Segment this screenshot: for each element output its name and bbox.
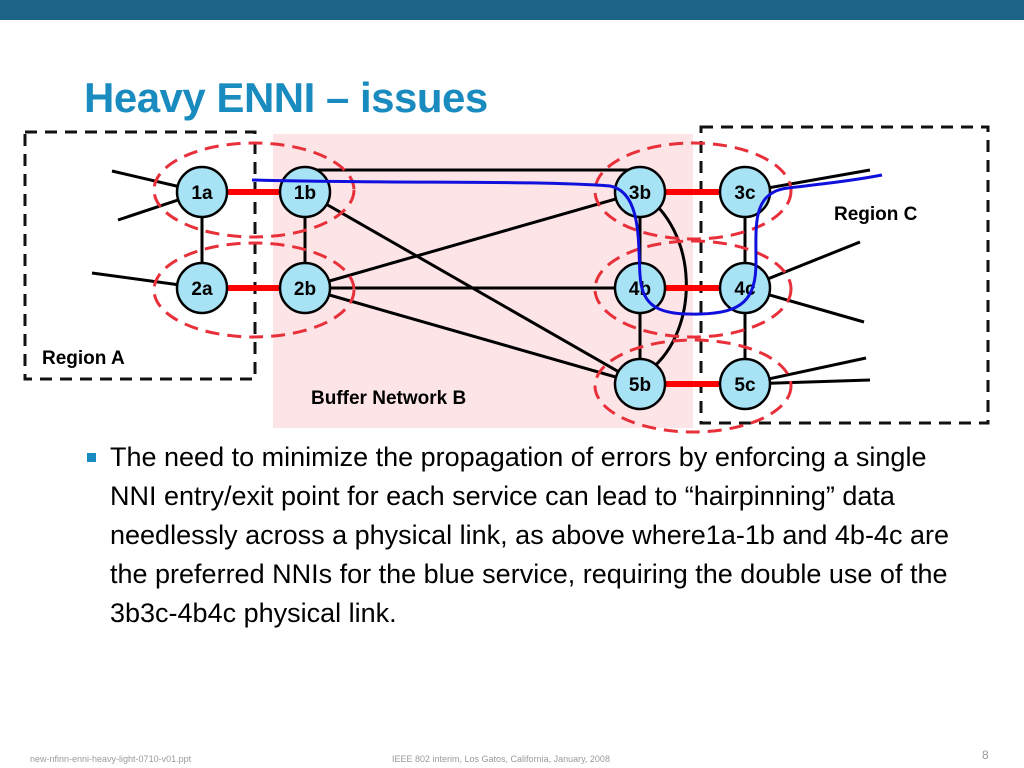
- node-4c: 4c: [718, 261, 772, 315]
- buffer-network-label: Buffer Network B: [311, 388, 466, 409]
- region-c-label: Region C: [834, 204, 918, 225]
- node-1a: 1a: [175, 165, 229, 219]
- node-5b: 5b: [613, 357, 667, 411]
- node-label: 5b: [629, 375, 651, 396]
- node-label: 1a: [191, 183, 213, 204]
- node-2b: 2b: [278, 261, 332, 315]
- nodes: 1a 1b 2a 2b 3b 3c 4b 4c: [175, 165, 772, 411]
- node-3b: 3b: [613, 165, 667, 219]
- node-1b: 1b: [278, 165, 332, 219]
- nni-ellipse-1: [152, 141, 356, 239]
- network-diagram: 1a 1b 2a 2b 3b 3c 4b 4c: [23, 125, 990, 434]
- nni-ellipse-3: [593, 141, 793, 241]
- nni-ellipses: [152, 141, 793, 434]
- node-2a: 2a: [175, 261, 229, 315]
- node-5c: 5c: [718, 357, 772, 411]
- nni-ellipse-5: [593, 338, 793, 434]
- nni-ellipse-2: [152, 241, 356, 339]
- page-number: 8: [982, 748, 989, 762]
- node-label: 3b: [629, 183, 651, 204]
- node-label: 1b: [294, 183, 316, 204]
- footer-filename: new-nfinn-enni-heavy-light-0710-v01.ppt: [30, 754, 192, 764]
- bullet-text: The need to minimize the propagation of …: [110, 442, 949, 628]
- link-2b-3b: [304, 190, 641, 290]
- node-label: 2b: [294, 279, 316, 300]
- node-label: 3c: [734, 183, 756, 204]
- region-a-label: Region A: [42, 348, 125, 369]
- slide-title: Heavy ENNI – issues: [84, 74, 488, 121]
- node-label: 2a: [191, 279, 213, 300]
- region-a-box: [23, 130, 257, 381]
- bullet-square-icon: [87, 453, 96, 462]
- footer-event: IEEE 802 interim, Los Gatos, California,…: [392, 754, 610, 764]
- node-label: 5c: [734, 375, 756, 396]
- region-c-box: [699, 125, 990, 425]
- nni-ellipse-4: [593, 239, 793, 339]
- blue-service-path: [251, 173, 883, 316]
- node-3c: 3c: [718, 165, 772, 219]
- top-bar: [0, 0, 1024, 20]
- link-2b-5b: [304, 286, 641, 386]
